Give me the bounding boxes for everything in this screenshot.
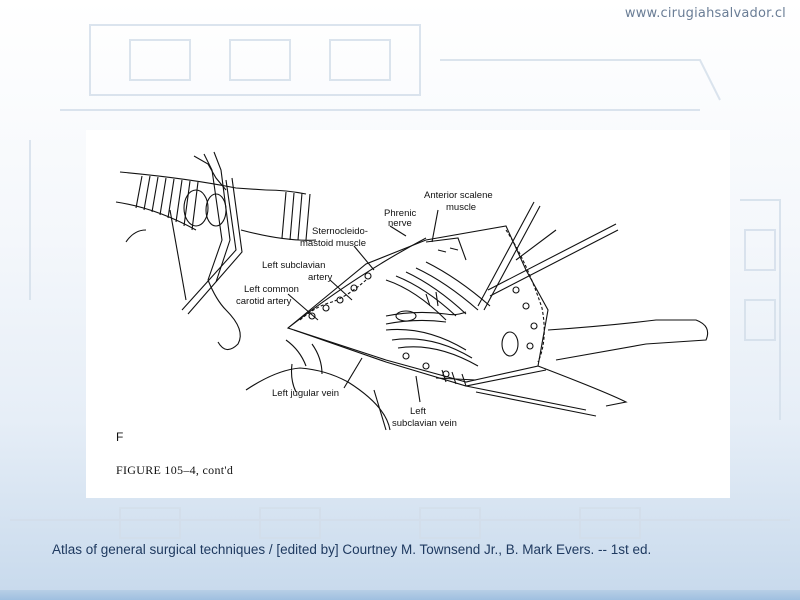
label-subclavian-vein: Left	[410, 406, 426, 417]
label-phrenic-2: nerve	[388, 218, 412, 229]
label-subclavian-artery-2: artery	[308, 272, 333, 283]
label-carotid: Left common	[244, 284, 299, 295]
label-subclavian-artery: Left subclavian	[262, 260, 325, 271]
figure-caption: FIGURE 105–4, cont'd	[116, 463, 234, 477]
vessel-clamp-inset	[115, 151, 317, 351]
label-scm-2: mastoid muscle	[300, 238, 366, 249]
label-subclavian-vein-2: subclavian vein	[392, 418, 457, 429]
label-carotid-2: carotid artery	[236, 296, 292, 307]
label-scm: Sternocleido-	[312, 226, 368, 237]
citation-text: Atlas of general surgical techniques / […	[52, 542, 652, 557]
figure-panel: Anterior scalene muscle Phrenic nerve St…	[86, 130, 730, 498]
site-url[interactable]: www.cirugiahsalvador.cl	[624, 6, 786, 21]
label-anterior-scalene: Anterior scalene	[424, 190, 493, 201]
label-anterior-scalene-2: muscle	[446, 202, 476, 213]
surgical-field	[245, 201, 709, 431]
label-jugular-vein: Left jugular vein	[272, 388, 339, 399]
label-phrenic: Phrenic	[384, 208, 416, 219]
panel-letter: F	[116, 430, 124, 444]
bottom-band	[0, 590, 800, 600]
surgical-illustration: Anterior scalene muscle Phrenic nerve St…	[115, 151, 709, 431]
